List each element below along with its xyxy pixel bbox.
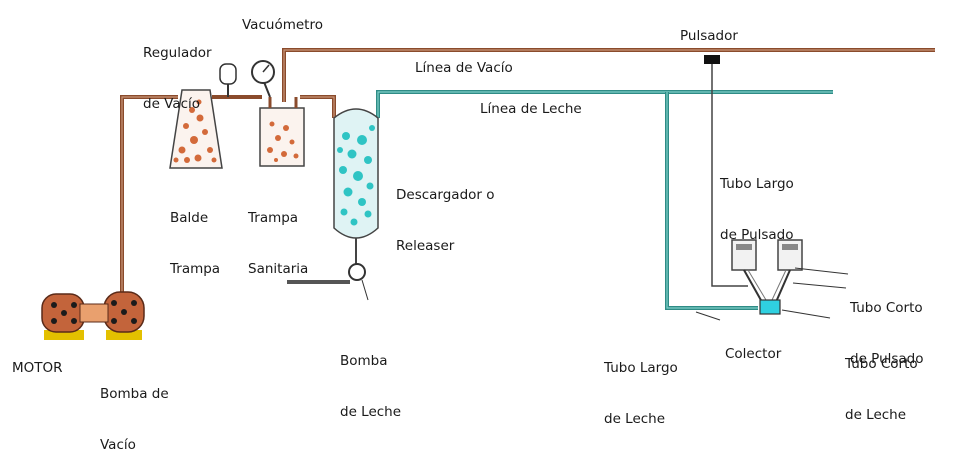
vacuum-line — [282, 48, 935, 102]
label-colector: Colector — [725, 346, 782, 362]
tubo-largo-leche-tube — [665, 92, 758, 310]
label-tubo-largo-pulsado: Tubo Largo de Pulsado — [720, 176, 794, 243]
vacuum-regulator — [219, 63, 237, 97]
label-descargador: Descargador o Releaser — [396, 187, 495, 254]
label-tubo-corto-leche: Tubo Corto de Leche — [845, 356, 918, 423]
label-linea-leche: Línea de Leche — [480, 101, 582, 117]
milk-pump — [287, 238, 369, 301]
label-trampa-sanitaria: Trampa Sanitaria — [248, 210, 309, 277]
label-motor: MOTOR — [12, 360, 63, 376]
label-linea-vacio: Línea de Vacío — [415, 60, 513, 76]
milk-line — [376, 90, 833, 118]
releaser-tank — [333, 108, 379, 239]
pulsator — [704, 55, 748, 287]
trampa-sanitaria — [259, 97, 305, 167]
balde-trampa — [169, 89, 223, 169]
motor-and-vacuum-pump — [41, 291, 145, 340]
collector — [759, 299, 781, 315]
label-regulador-vacio: Regulador de Vacío — [143, 45, 212, 112]
label-tubo-corto-pulsado: Tubo Corto de Pulsado — [850, 300, 924, 367]
label-pulsador: Pulsador — [680, 28, 738, 44]
vacuometer-gauge — [251, 60, 275, 98]
label-balde-trampa: Balde Trampa — [170, 210, 221, 277]
label-vacuometro: Vacuómetro — [242, 17, 323, 33]
label-bomba-leche: Bomba de Leche — [340, 353, 402, 420]
label-tubo-largo-leche: Tubo Largo de Leche — [604, 360, 678, 427]
vacuum-pump-pipe — [120, 95, 336, 292]
label-bomba-vacio: Bomba de Vacío — [100, 386, 169, 453]
milking-claw — [695, 239, 849, 321]
milking-system-diagram — [41, 48, 935, 340]
